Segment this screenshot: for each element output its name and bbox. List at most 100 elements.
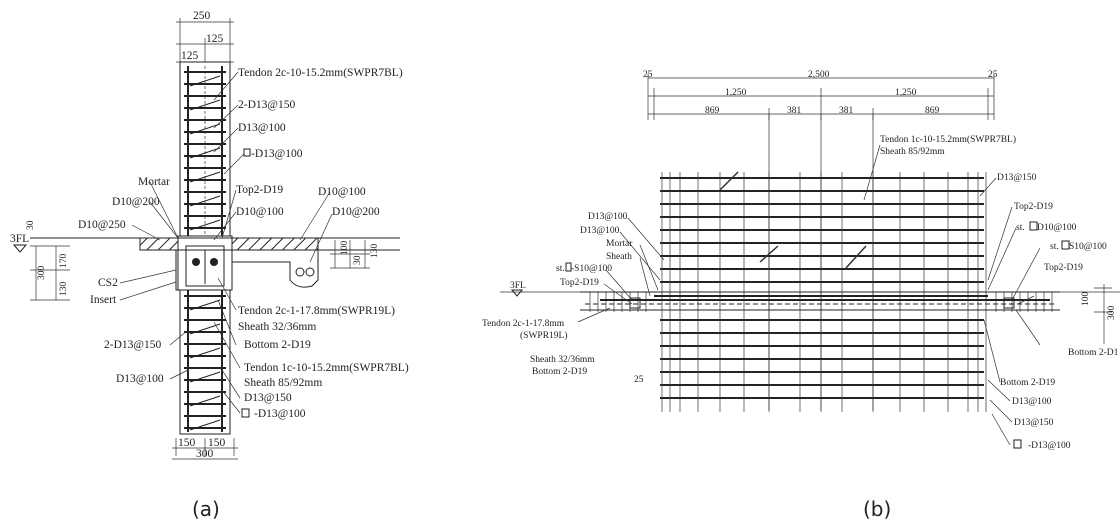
dim-b-25-side: 25 — [634, 375, 644, 385]
label-a-d10-100-right: D10@100 — [318, 186, 366, 198]
fig-a-lower-column — [179, 289, 231, 435]
dim-b-1250-left: 1,250 — [725, 88, 747, 98]
label-a-tendon-mid: Tendon 2c-1-17.8mm(SWPR19L) — [238, 305, 395, 317]
label-b-d13-150-r: D13@150 — [1014, 418, 1054, 428]
dim-b-381-a: 381 — [787, 106, 802, 116]
label-b-d13-100-2: D13@100 — [580, 226, 620, 236]
label-a-2d13-150b: 2-D13@150 — [104, 339, 161, 351]
tie-hook — [189, 147, 221, 159]
label-b-top2-d19-right: Top2-D19 — [1014, 202, 1053, 212]
tie-hook — [189, 195, 221, 207]
fig-a-top-dimensions: 250 125 125 — [176, 10, 234, 63]
label-b-mortar: Mortar — [606, 239, 633, 249]
dim-a-170: 170 — [59, 254, 69, 269]
label-b-sheath-top: Sheath 85/92mm — [880, 147, 945, 157]
label-a-d10-250: D10@250 — [78, 219, 126, 231]
diagonal-bar — [719, 171, 739, 191]
dim-b-25-left: 25 — [643, 70, 653, 80]
fig-b-leaders — [577, 144, 1041, 446]
label-b-d13-100-r: D13@100 — [1012, 397, 1052, 407]
tie-hook — [189, 123, 221, 135]
label-a-box-d13: -D13@100 — [251, 148, 303, 160]
tie-hook — [189, 395, 221, 407]
fig-a-right-dimensions: 100 30 130 — [330, 240, 380, 269]
floor-3fl-a: 3FL — [10, 233, 29, 245]
dim-a-250: 250 — [193, 10, 211, 22]
tie-hook — [189, 347, 221, 359]
label-b-st-left: st. — [556, 264, 565, 274]
dim-a-30: 30 — [26, 220, 36, 230]
dim-b-869-b: 869 — [925, 106, 940, 116]
tie-hook — [189, 371, 221, 383]
dim-a-300b: 300 — [196, 448, 214, 460]
figure-b: 25 2,500 25 1,250 1,250 869 381 381 869 — [482, 70, 1120, 451]
label-a-d10-200-right: D10@200 — [332, 206, 380, 218]
label-a-mortar: Mortar — [138, 176, 170, 188]
tie-hook — [189, 323, 221, 335]
label-b-d13-100-1: D13@100 — [588, 212, 628, 222]
fig-a-leaders — [119, 71, 333, 414]
label-b-bottom-left: Bottom 2-D19 — [532, 367, 587, 377]
floor-mark-triangle-b — [510, 289, 524, 297]
label-b-sheath: Sheath — [606, 252, 632, 262]
label-b-tendon-top: Tendon 1c-10-15.2mm(SWPR7BL) — [880, 134, 1016, 145]
box-symbol-b3 — [1061, 240, 1070, 250]
tie-hook — [189, 219, 221, 231]
label-b-bottom-2d19: Bottom 2-D19 — [1000, 378, 1055, 388]
figure-a: 250 125 125 — [10, 10, 409, 460]
label-b-bottom-right: Bottom 2-D1 — [1068, 348, 1119, 358]
box-symbol-b2 — [1029, 221, 1038, 231]
fig-b-top-dimensions: 25 2,500 25 1,250 1,250 869 381 381 869 — [643, 70, 998, 120]
label-b-box-d13-r: -D13@100 — [1028, 441, 1071, 451]
label-b-d13-150-top: D13@150 — [997, 173, 1037, 183]
dim-a-30r: 30 — [353, 255, 363, 265]
label-b-top2-d19-r2: Top2-D19 — [1044, 263, 1083, 273]
label-a-d13-100: D13@100 — [238, 122, 286, 134]
label-b-tendon-left: Tendon 2c-1-17.8mm — [482, 319, 565, 329]
dim-b-381-b: 381 — [839, 106, 854, 116]
dim-b-869-a: 869 — [705, 106, 720, 116]
label-b-st-right2: st. — [1050, 242, 1059, 252]
label-a-top2-d19: Top2-D19 — [236, 184, 283, 196]
label-b-st-right: st. — [1016, 223, 1025, 233]
fig-b-reinforcement-grid — [500, 114, 1120, 412]
label-a-d13-150c: D13@150 — [244, 392, 292, 404]
box-symbol-a2 — [241, 408, 250, 418]
dim-a-150-right: 150 — [208, 437, 226, 449]
box-symbol-b4 — [1013, 439, 1022, 449]
dim-a-130r: 130 — [370, 244, 380, 259]
dim-b-300: 300 — [1107, 306, 1117, 321]
box-symbol-b1 — [565, 262, 572, 272]
dim-a-125-right: 125 — [206, 33, 224, 45]
tie-hook — [189, 99, 221, 111]
fig-a-left-dimensions: 3FL 30 170 300 130 — [10, 220, 70, 301]
dim-b-1250-right: 1,250 — [895, 88, 917, 98]
caption-b: (b) — [863, 497, 891, 521]
box-symbol-a1 — [243, 148, 251, 157]
dim-a-300: 300 — [37, 266, 47, 281]
label-a-d13-100b: D13@100 — [116, 373, 164, 385]
label-b-top2-d19-left: Top2-D19 — [560, 278, 599, 288]
label-a-sheath-low: Sheath 85/92mm — [244, 377, 322, 389]
dim-a-130: 130 — [59, 282, 69, 297]
fig-a-bottom-dimensions: 150 150 300 — [172, 437, 238, 460]
label-a-tendon-low: Tendon 1c-10-15.2mm(SWPR7BL) — [244, 362, 409, 374]
dim-b-100: 100 — [1081, 292, 1091, 307]
label-a-sheath-mid: Sheath 32/36mm — [238, 321, 316, 333]
dim-b-2500: 2,500 — [808, 70, 830, 80]
label-a-d10-100-mid: D10@100 — [236, 206, 284, 218]
diagonal-bar — [759, 245, 779, 263]
label-b-s10-100-left: -S10@100 — [571, 264, 612, 274]
dim-a-100: 100 — [340, 241, 350, 256]
dim-a-150-left: 150 — [178, 437, 196, 449]
label-a-box-d13b: -D13@100 — [254, 408, 306, 420]
label-b-sheath-left: Sheath 32/36mm — [530, 355, 595, 365]
dim-b-25-right: 25 — [988, 70, 998, 80]
tie-hook — [189, 75, 221, 87]
label-a-d10-200-left: D10@200 — [112, 196, 160, 208]
dim-a-125-left: 125 — [181, 50, 199, 62]
label-a-tendon-top: Tendon 2c-10-15.2mm(SWPR7BL) — [238, 67, 403, 79]
fig-a-upper-column — [179, 61, 231, 237]
tie-hook — [189, 419, 221, 431]
